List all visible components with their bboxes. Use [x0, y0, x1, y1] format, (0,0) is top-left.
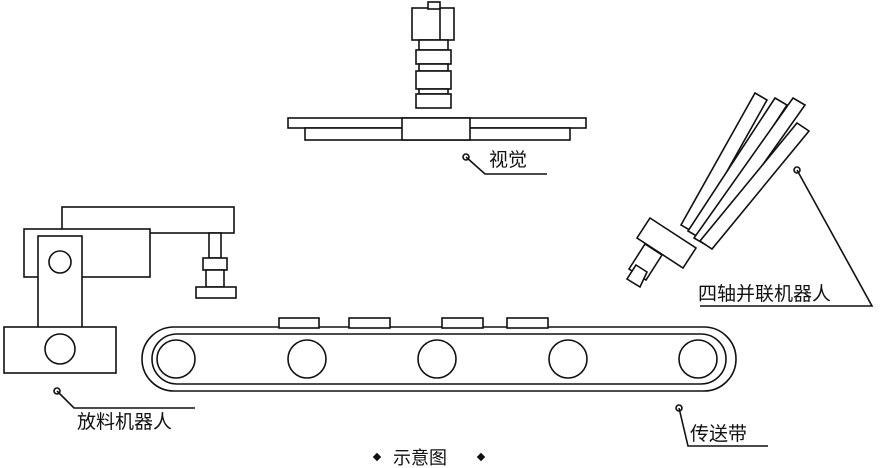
caption-diamond-right: [476, 452, 486, 462]
conveyor-label: 传送带: [690, 423, 747, 445]
placing-robot-label: 放料机器人: [77, 411, 172, 433]
caption-diamond-left: [372, 452, 382, 462]
conveyor-belt: [141, 317, 737, 392]
caption-text: 示意图: [393, 448, 447, 468]
delta-robot-label: 四轴并联机器人: [698, 283, 831, 305]
placing-robot: [3, 206, 237, 374]
placing-robot-label-leader: [53, 387, 195, 409]
vision-label-leader: [462, 153, 547, 175]
delta-robot-label-leader: [700, 166, 874, 307]
conveyor-label-leader: [675, 404, 768, 447]
vision-label: 视觉: [489, 149, 527, 171]
delta-robot: [625, 91, 811, 289]
vision-camera: [411, 1, 455, 109]
vision-platform: [287, 117, 587, 141]
